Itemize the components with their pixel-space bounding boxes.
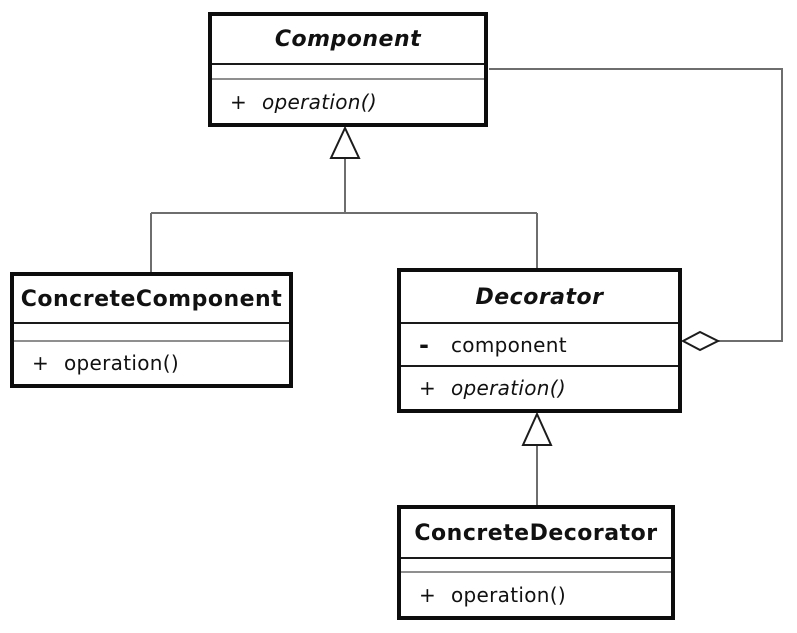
method-signature: operation() — [64, 351, 179, 375]
method-signature: operation() — [262, 89, 377, 114]
class-box-concrete-component[interactable]: ConcreteComponent + operation() — [10, 272, 293, 388]
class-name-decorator: Decorator — [475, 284, 604, 310]
visibility-marker: + — [419, 582, 437, 607]
compartment-separator — [401, 571, 671, 573]
hollow-triangle-arrow-icon — [521, 411, 553, 446]
attributes-compartment-empty — [401, 559, 671, 571]
visibility-marker: + — [419, 376, 437, 400]
generalization-to-component — [150, 125, 538, 273]
class-box-decorator[interactable]: Decorator - component + operation() — [397, 268, 682, 413]
methods-compartment: + operation() — [14, 342, 289, 384]
generalization-to-decorator — [521, 411, 553, 506]
class-box-concrete-decorator[interactable]: ConcreteDecorator + operation() — [397, 505, 675, 620]
class-name-concrete-component: ConcreteComponent — [20, 286, 283, 312]
compartment-separator — [212, 63, 484, 65]
aggregation-line — [489, 68, 783, 342]
compartment-separator — [212, 78, 484, 80]
hollow-diamond-icon — [680, 330, 721, 352]
compartment-separator — [401, 365, 678, 367]
aggregation-decorator-to-component — [489, 68, 783, 352]
method-row: + operation() — [14, 351, 289, 375]
methods-compartment: + operation() — [401, 367, 678, 409]
attributes-compartment-empty — [14, 324, 289, 340]
method-signature: operation() — [451, 582, 566, 607]
class-name-component: Component — [274, 27, 422, 52]
method-row: + operation() — [212, 90, 484, 114]
compartment-separator — [401, 322, 678, 324]
compartment-separator — [401, 557, 671, 559]
hollow-triangle-arrow-icon — [329, 125, 361, 159]
generalization-line — [150, 158, 538, 273]
visibility-marker: - — [419, 330, 430, 359]
method-signature: operation() — [451, 376, 566, 400]
method-row: + operation() — [401, 376, 678, 400]
attribute-row: - component — [401, 333, 678, 357]
attribute-name: component — [451, 332, 567, 357]
method-row: + operation() — [401, 583, 671, 607]
compartment-separator — [14, 322, 289, 324]
attributes-compartment-empty — [212, 65, 484, 78]
visibility-marker: + — [32, 351, 50, 375]
compartment-separator — [14, 340, 289, 342]
visibility-marker: + — [230, 89, 248, 114]
methods-compartment: + operation() — [212, 80, 484, 123]
class-box-component[interactable]: Component + operation() — [208, 12, 488, 127]
methods-compartment: + operation() — [401, 573, 671, 616]
attributes-compartment: - component — [401, 324, 678, 365]
class-name-concrete-decorator: ConcreteDecorator — [414, 520, 658, 546]
